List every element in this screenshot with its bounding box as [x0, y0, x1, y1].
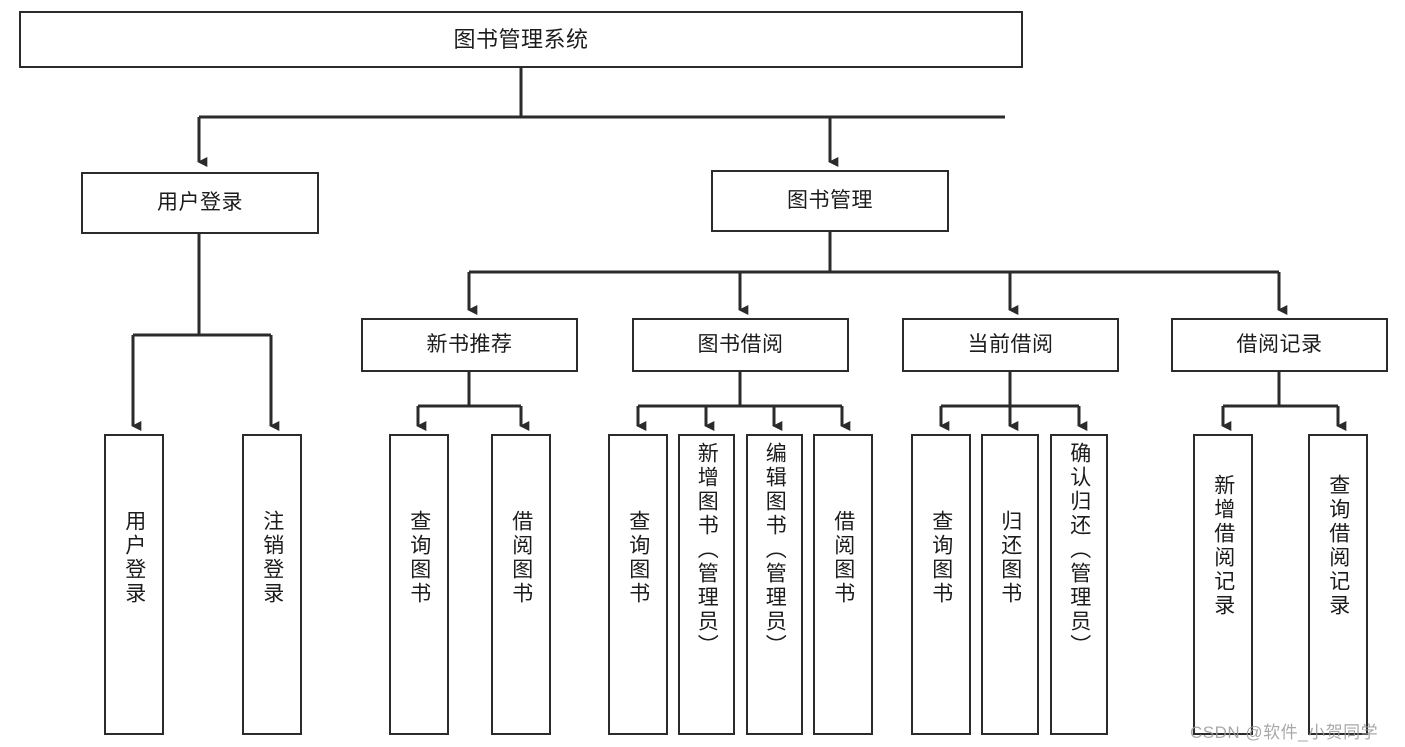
node-label: 查询图书	[929, 510, 953, 606]
node-label: 借阅图书	[509, 510, 533, 606]
node-label: 借阅记录	[1236, 332, 1323, 356]
node-user-login[interactable]: 用户登录	[81, 172, 319, 234]
node-borrow-record[interactable]: 借阅记录	[1171, 318, 1388, 372]
node-label: 当前借阅	[967, 332, 1054, 356]
node-label: 编辑图书（管理员）	[763, 442, 787, 658]
node-label: 查询图书	[626, 510, 650, 606]
node-label: 借阅图书	[831, 510, 855, 606]
leaf-user-login-signin[interactable]: 用户登录	[104, 434, 164, 735]
node-label: 新增图书（管理员）	[695, 442, 719, 658]
node-label: 确认归还（管理员）	[1067, 442, 1091, 658]
node-label: 图书借阅	[697, 332, 784, 356]
csdn-watermark: CSDN @软件_小贺同学	[1190, 718, 1378, 743]
node-label: 注销登录	[260, 510, 284, 606]
node-book-borrow[interactable]: 图书借阅	[632, 318, 849, 372]
node-book-manage[interactable]: 图书管理	[711, 170, 949, 232]
leaf-borrow-query-book[interactable]: 查询图书	[608, 434, 668, 735]
node-label: 查询图书	[407, 510, 431, 606]
node-label: 图书管理	[787, 188, 873, 212]
leaf-current-confirm-return-admin[interactable]: 确认归还（管理员）	[1050, 434, 1108, 735]
node-label: 新书推荐	[426, 332, 513, 356]
node-current-borrow[interactable]: 当前借阅	[902, 318, 1119, 372]
node-label: 归还图书	[998, 510, 1022, 606]
node-label: 用户登录	[122, 510, 146, 606]
node-label: 新增借阅记录	[1211, 474, 1235, 618]
leaf-new-book-query[interactable]: 查询图书	[389, 434, 449, 735]
leaf-borrow-edit-book-admin[interactable]: 编辑图书（管理员）	[746, 434, 803, 735]
watermark-text: CSDN @软件_小贺同学	[1190, 723, 1379, 742]
leaf-current-query-book[interactable]: 查询图书	[911, 434, 971, 735]
node-label: 用户登录	[157, 190, 243, 214]
leaf-record-query-record[interactable]: 查询借阅记录	[1308, 434, 1368, 735]
node-label: 查询借阅记录	[1326, 474, 1350, 618]
node-new-book-recommend[interactable]: 新书推荐	[361, 318, 578, 372]
node-label: 图书管理系统	[453, 26, 589, 52]
leaf-record-add-record[interactable]: 新增借阅记录	[1193, 434, 1253, 735]
leaf-user-login-signout[interactable]: 注销登录	[242, 434, 302, 735]
leaf-borrow-borrow-book[interactable]: 借阅图书	[813, 434, 873, 735]
node-root-system[interactable]: 图书管理系统	[19, 11, 1023, 68]
leaf-borrow-add-book-admin[interactable]: 新增图书（管理员）	[678, 434, 735, 735]
leaf-current-return-book[interactable]: 归还图书	[981, 434, 1039, 735]
leaf-new-book-borrow[interactable]: 借阅图书	[491, 434, 551, 735]
